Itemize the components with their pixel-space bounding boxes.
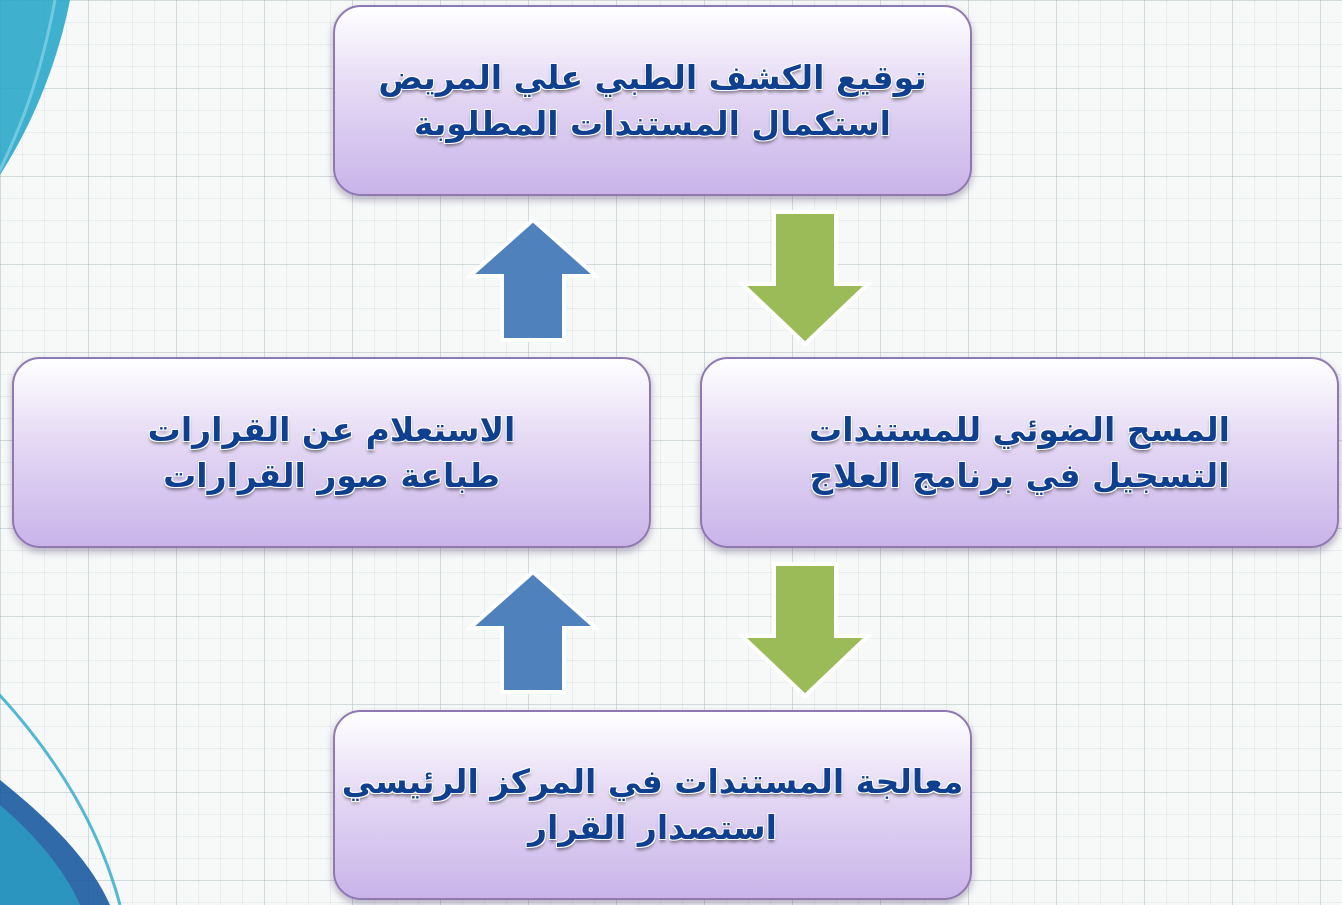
- arrow-up-bottom-to-left: [466, 570, 600, 694]
- top-left-arc-outline: [0, 0, 57, 174]
- step-top-line-1: توقيع الكشف الطبي علي المريض: [378, 57, 927, 97]
- step-box-top: توقيع الكشف الطبي علي المريض استكمال الم…: [333, 5, 972, 196]
- step-top-line-2: استكمال المستندات المطلوبة: [414, 103, 891, 143]
- arrow-down-right-to-bottom: [738, 562, 872, 699]
- step-box-right: المسح الضوئي للمستندات التسجيل في برنامج…: [700, 357, 1339, 548]
- step-right-line-1: المسح الضوئي للمستندات: [809, 409, 1230, 449]
- arrow-down-top-to-right: [738, 210, 872, 347]
- bottom-left-arc-outline: [0, 693, 122, 905]
- step-left-line-1: الاستعلام عن القرارات: [147, 409, 516, 449]
- arrow-up-left-to-top: [466, 218, 600, 342]
- bottom-left-arc: [0, 780, 110, 905]
- bottom-left-arc-light: [0, 805, 80, 905]
- step-box-bottom: معالجة المستندات في المركز الرئيسي استصد…: [333, 710, 972, 900]
- step-right-line-2: التسجيل في برنامج العلاج: [809, 455, 1230, 495]
- step-box-left: الاستعلام عن القرارات طباعة صور القرارات: [12, 357, 651, 548]
- step-bottom-line-1: معالجة المستندات في المركز الرئيسي: [341, 762, 964, 801]
- step-left-line-2: طباعة صور القرارات: [163, 455, 500, 495]
- top-left-arc: [0, 0, 70, 175]
- step-bottom-line-2: استصدار القرار: [528, 808, 777, 847]
